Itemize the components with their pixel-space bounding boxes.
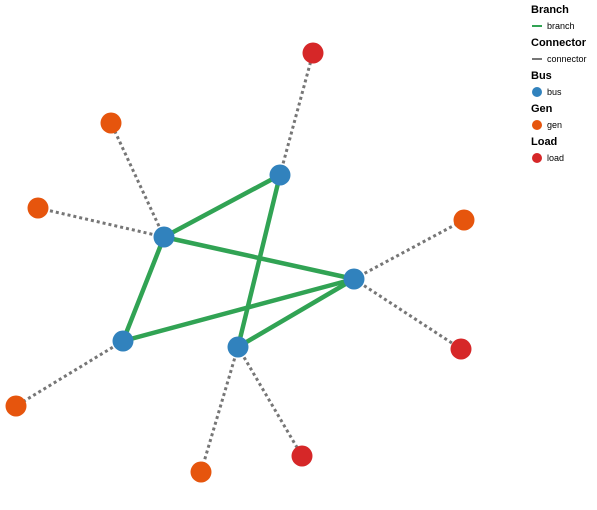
branch-bus2-bus3[interactable] <box>235 172 283 350</box>
legend-label-load: load <box>547 153 565 163</box>
legend-title-load: Load <box>531 136 558 148</box>
connector-bus2-load1 <box>278 52 315 176</box>
connector-bus5-load3 <box>353 277 462 351</box>
connector-bus3-load2 <box>236 346 304 457</box>
legend-entry-gen[interactable]: gen <box>531 118 595 132</box>
load-node-load3[interactable] <box>450 338 472 360</box>
connector-dash-icon <box>531 54 542 65</box>
gen-node-gen4[interactable] <box>5 395 27 417</box>
branch-bus1-bus5[interactable] <box>161 234 357 282</box>
branch-line-icon <box>531 21 542 32</box>
legend-entry-bus[interactable]: bus <box>531 85 595 99</box>
legend-group-bus: Bus bus <box>531 70 595 99</box>
bus-node-bus4[interactable] <box>112 330 134 352</box>
branch-bus4-bus5[interactable] <box>120 276 357 344</box>
legend-label-gen: gen <box>547 120 563 130</box>
connector-bus1-gen2 <box>37 206 165 239</box>
connector-layer <box>15 52 465 473</box>
branch-bus1-bus2[interactable] <box>161 172 283 240</box>
gen-node-gen3[interactable] <box>190 461 212 483</box>
bus-node-bus2[interactable] <box>269 164 291 186</box>
branch-bus1-bus4[interactable] <box>120 234 167 344</box>
legend-label-connector: connector <box>547 54 587 64</box>
connector-bus3-gen3 <box>199 346 240 473</box>
legend-group-branch: Branch branch <box>531 4 595 33</box>
connector-bus1-gen1 <box>109 122 166 238</box>
branch-layer <box>120 172 357 350</box>
legend-label-bus: bus <box>547 87 562 97</box>
legend-label-branch: branch <box>547 21 575 31</box>
legend-entry-connector[interactable]: connector <box>531 52 595 66</box>
load-node-load1[interactable] <box>302 42 324 64</box>
gen-dot-icon <box>531 120 542 131</box>
legend-group-gen: Gen gen <box>531 103 595 132</box>
bus-node-bus5[interactable] <box>343 268 365 290</box>
load-dot-icon <box>531 153 542 164</box>
legend-title-bus: Bus <box>531 70 552 82</box>
connector-bus4-gen4 <box>15 339 124 408</box>
gen-node-gen2[interactable] <box>27 197 49 219</box>
legend-title-gen: Gen <box>531 103 553 115</box>
bus-node-bus1[interactable] <box>153 226 175 248</box>
bus-node-bus3[interactable] <box>227 336 249 358</box>
legend-group-load: Load load <box>531 136 595 165</box>
legend-title-branch: Branch <box>531 4 569 16</box>
legend-entry-load[interactable]: load <box>531 151 595 165</box>
gen-node-gen5[interactable] <box>453 209 475 231</box>
branch-bus3-bus5[interactable] <box>235 276 357 350</box>
legend-group-connector: Connector connector <box>531 37 595 66</box>
legend-entry-branch[interactable]: branch <box>531 19 595 33</box>
legend-title-connector: Connector <box>531 37 586 49</box>
load-node-load2[interactable] <box>291 445 313 467</box>
legend: Branch branch Connector connector Bus bu… <box>531 4 595 169</box>
bus-dot-icon <box>531 87 542 98</box>
gen-node-gen1[interactable] <box>100 112 122 134</box>
connector-bus5-gen5 <box>353 218 465 281</box>
node-layer <box>5 42 475 483</box>
